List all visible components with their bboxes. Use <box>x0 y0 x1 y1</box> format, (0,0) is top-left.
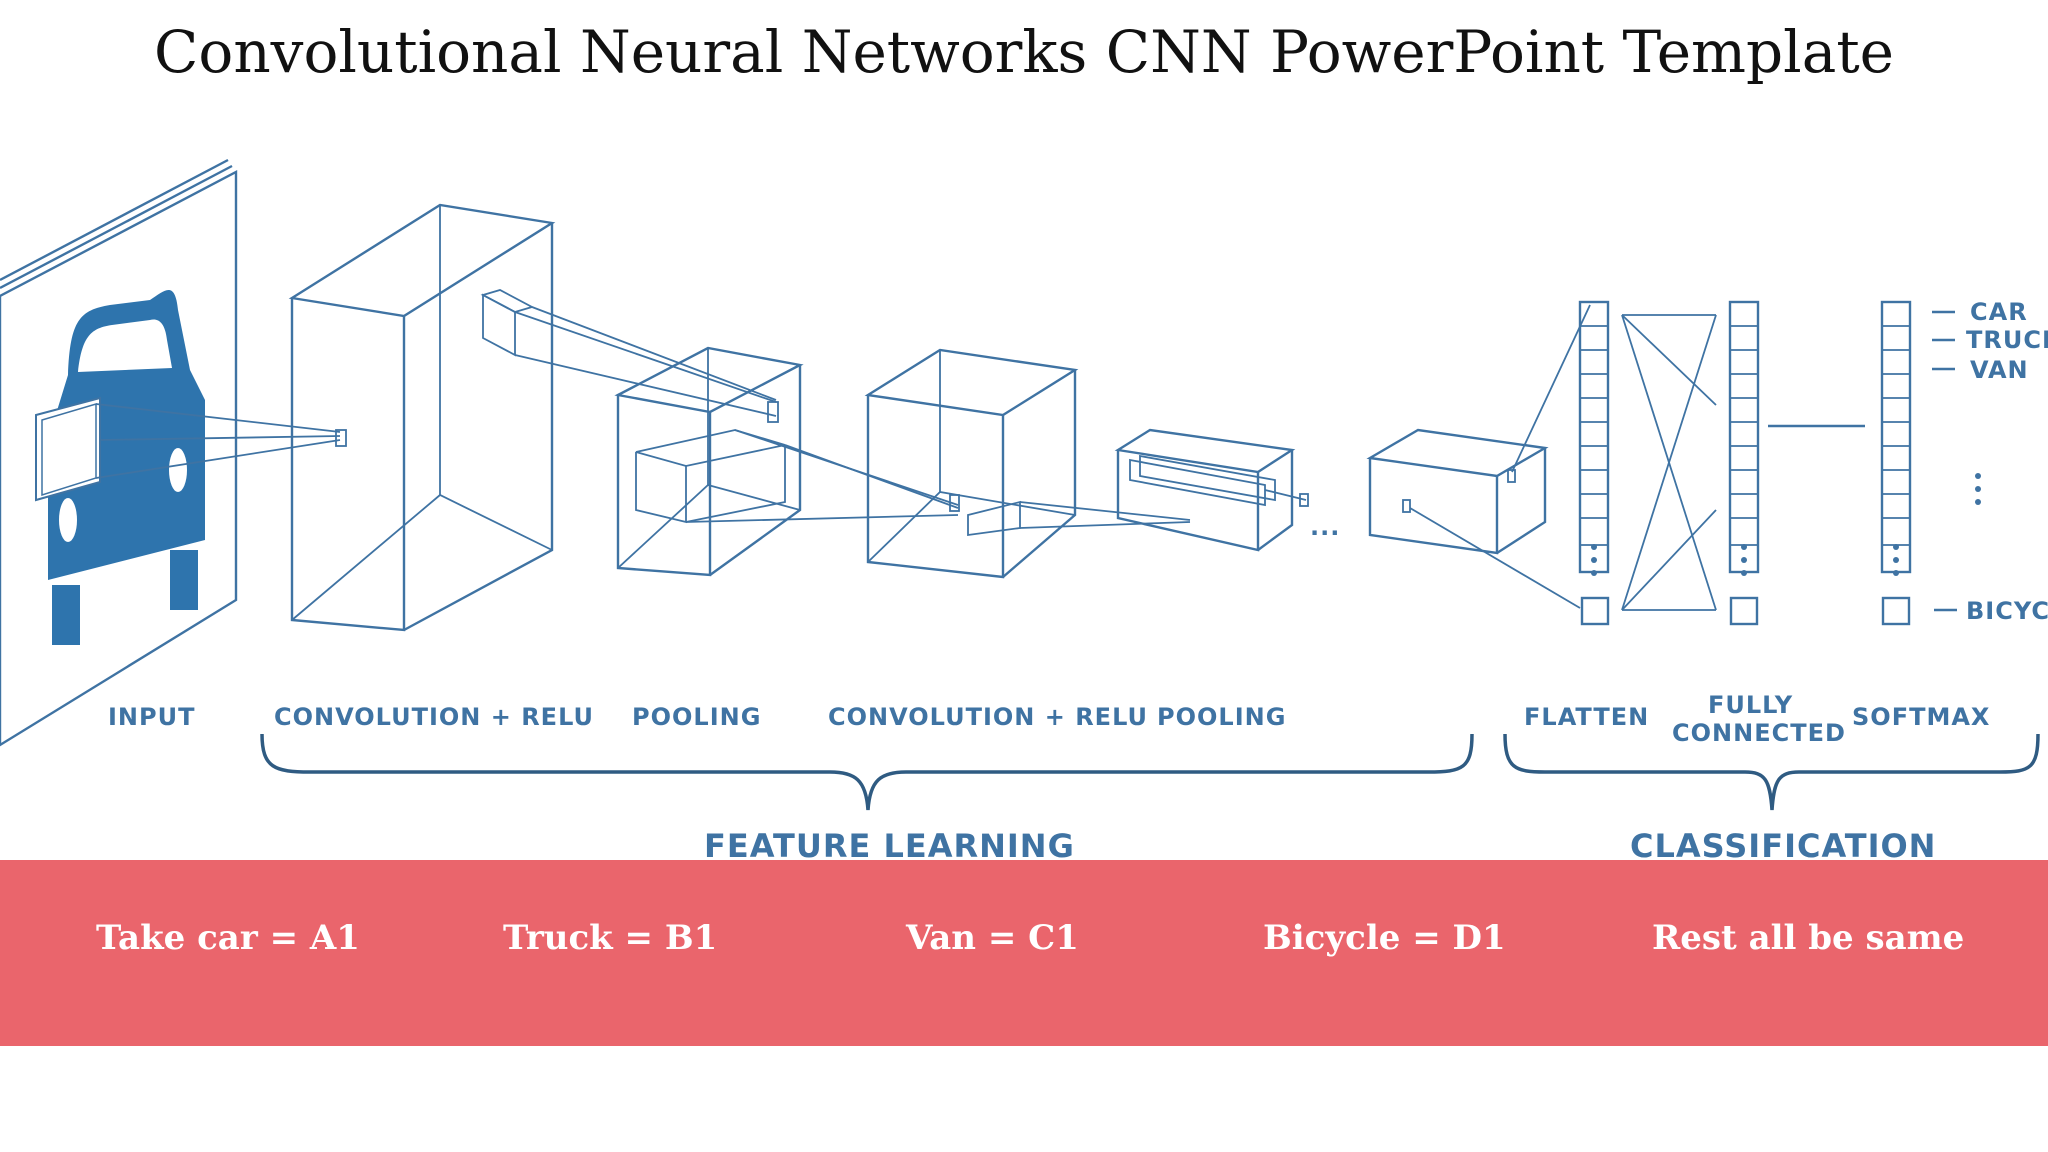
band-item-bicycle: Bicycle = D1 <box>1263 918 1506 958</box>
stage-label-conv2: CONVOLUTION + RELU <box>828 703 1148 731</box>
softmax-column <box>1880 300 1981 626</box>
group-label-feature-learning: FEATURE LEARNING <box>704 827 1075 860</box>
fully-connected-column <box>1728 300 1865 626</box>
input-image <box>0 158 341 747</box>
stage-label-flatten: FLATTEN <box>1524 703 1649 731</box>
flatten-column <box>1578 300 1610 626</box>
band-item-car: Take car = A1 <box>96 918 360 958</box>
conv1-volume <box>288 203 777 632</box>
group-label-classification: CLASSIFICATION <box>1630 827 1936 860</box>
stage-label-fully: FULLY <box>1708 691 1793 719</box>
pool2-volume <box>1114 428 1309 552</box>
classification-brace <box>1503 733 2040 811</box>
stage-label-input: INPUT <box>108 703 195 731</box>
cnn-diagram: ... <box>0 158 2048 860</box>
stage-label-pool1: POOLING <box>632 703 761 731</box>
stage-label-softmax: SOFTMAX <box>1852 703 1990 731</box>
stage-label-conv1: CONVOLUTION + RELU <box>274 703 594 731</box>
output-label-van: VAN <box>1970 356 2029 384</box>
band-item-truck: Truck = B1 <box>503 918 718 958</box>
fc-connections <box>1621 314 1717 611</box>
output-label-car: CAR <box>1970 298 2028 326</box>
band-item-rest: Rest all be same <box>1652 918 1965 958</box>
output-label-bicycle: BICYCLE <box>1966 597 2048 625</box>
ellipsis-text: ... <box>1310 513 1340 541</box>
band-item-van: Van = C1 <box>906 918 1079 958</box>
output-label-truck: TRUCK <box>1966 326 2048 354</box>
pool1-volume <box>614 346 959 577</box>
car-icon <box>35 290 205 645</box>
legend-band: Take car = A1 Truck = B1 Van = C1 Bicycl… <box>0 860 2048 1046</box>
feature-learning-brace <box>260 733 1474 811</box>
final-volume <box>1366 304 1591 609</box>
stage-label-connected: CONNECTED <box>1672 719 1846 747</box>
stage-label-pool2: POOLING <box>1157 703 1286 731</box>
page-title: Convolutional Neural Networks CNN PowerP… <box>154 18 1894 86</box>
conv2-volume <box>864 348 1191 579</box>
